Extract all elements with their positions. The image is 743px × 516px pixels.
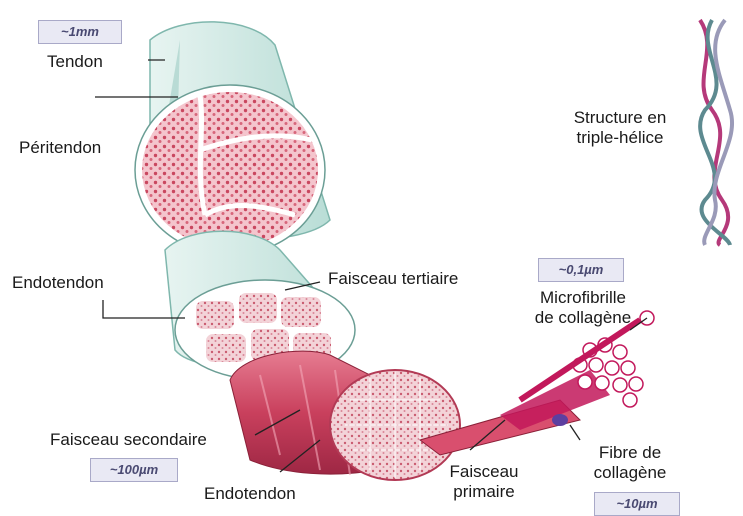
secondary-bundle-tube (230, 351, 460, 480)
label-collagen-fiber-line2: collagène (580, 463, 680, 483)
label-tertiary-bundle: Faisceau tertiaire (328, 269, 458, 289)
label-peritendon: Péritendon (19, 138, 101, 158)
scale-badge-tendon: ~1mm (38, 20, 122, 44)
label-primary-bundle: Faisceau primaire (434, 462, 534, 502)
primary-bundle-fibers (420, 311, 654, 455)
scale-badge-secondary: ~100µm (90, 458, 178, 482)
label-triple-helix-line1: Structure en (560, 108, 680, 128)
label-endotendon-top: Endotendon (12, 273, 104, 293)
label-primary-bundle-line1: Faisceau (434, 462, 534, 482)
scale-badge-fiber: ~10µm (594, 492, 680, 516)
label-microfibril: Microfibrille de collagène (518, 288, 648, 328)
label-triple-helix-line2: triple-hélice (560, 128, 680, 148)
label-tendon: Tendon (47, 52, 103, 72)
triple-helix-illustration (700, 20, 732, 245)
label-endotendon-bottom: Endotendon (204, 484, 296, 504)
label-primary-bundle-line2: primaire (434, 482, 534, 502)
label-collagen-fiber-line1: Fibre de (580, 443, 680, 463)
label-microfibril-line1: Microfibrille (518, 288, 648, 308)
tendon-tube (135, 22, 330, 255)
label-secondary-bundle: Faisceau secondaire (50, 430, 207, 450)
scale-badge-microfibril: ~0,1µm (538, 258, 624, 282)
label-triple-helix: Structure en triple-hélice (560, 108, 680, 148)
label-microfibril-line2: de collagène (518, 308, 648, 328)
label-collagen-fiber: Fibre de collagène (580, 443, 680, 483)
